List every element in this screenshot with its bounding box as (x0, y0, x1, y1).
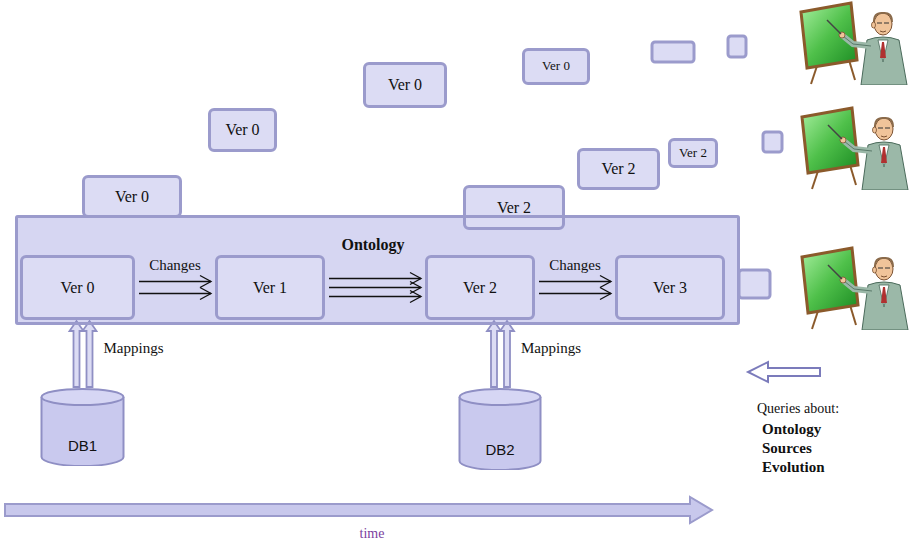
query-topic: Sources (762, 440, 812, 457)
version-box: Ver 0 (363, 62, 447, 108)
arrow-shaft (329, 287, 421, 288)
change-arrow (539, 276, 611, 300)
axis-label: time (360, 526, 385, 541)
version-label: Ver 2 (497, 199, 531, 217)
change-arrow (139, 276, 211, 300)
version-label: Ver 2 (601, 160, 635, 178)
database-name: DB1 (68, 438, 97, 455)
version-box: Ver 3 (615, 255, 725, 320)
connector-label: Mappings (104, 340, 164, 357)
arrow-head (600, 276, 611, 288)
version-label: Ver 0 (388, 76, 422, 94)
query-topic: Queries about: (757, 401, 839, 416)
cylinder-body (460, 397, 541, 470)
band-ground (15, 215, 740, 325)
ontology-band: Ver 0 Ver 1 Ver 2 Ver 3 Ontology (15, 215, 740, 325)
mapping-arrow (70, 321, 97, 387)
hollow-arrow (487, 321, 501, 387)
arrow-shaft (139, 293, 211, 294)
query-topic: Evolution (762, 459, 825, 476)
query-arrow (748, 362, 820, 382)
cylinder-body (42, 397, 124, 466)
arrow-head (600, 288, 611, 300)
version-label: Ver 1 (253, 279, 287, 297)
presenter-icon (801, 3, 907, 85)
mapping-arrow (487, 321, 514, 387)
version-label: Ver 2 (463, 279, 497, 297)
version-box: Ver 0 (208, 108, 277, 152)
version-box: Ver 0 (522, 48, 590, 85)
presenter-icon (802, 108, 908, 190)
arrow-shaft (539, 293, 611, 294)
band-heading: Ontology (341, 236, 404, 254)
connector-label: Mappings (521, 340, 581, 357)
arrow-head (410, 291, 421, 303)
empty-version-box (728, 36, 746, 57)
version-box: Ver 2 (463, 185, 565, 230)
version-label: Ver 2 (679, 146, 707, 160)
connector-label: Changes (149, 257, 201, 274)
version-label: Ver 0 (115, 188, 149, 206)
version-label: Ver 0 (225, 121, 259, 139)
database-cylinder: DB2 (458, 388, 542, 470)
hollow-arrow (70, 321, 84, 387)
version-box: Ver 2 (577, 148, 660, 190)
version-box: Ver 2 (668, 138, 718, 168)
hollow-arrow (83, 321, 97, 387)
presenter-icon (802, 248, 908, 330)
version-box: Ver 2 (425, 255, 535, 320)
cylinder-top (42, 389, 124, 405)
empty-version-box (739, 270, 770, 298)
version-box: Ver 0 (20, 255, 135, 320)
cylinder-outline (458, 388, 542, 470)
database-cylinder: DB1 (40, 388, 125, 466)
band-fill (15, 215, 740, 325)
connector-label: Changes (549, 257, 601, 274)
query-topic: Ontology (762, 421, 821, 438)
arrow-shaft (329, 296, 421, 297)
database-name: DB2 (485, 442, 514, 459)
arrow-shaft (539, 281, 611, 282)
arrow-head (200, 276, 211, 288)
cylinder-outline (40, 388, 125, 466)
version-label: Ver 0 (60, 279, 94, 297)
empty-version-box (763, 132, 782, 152)
version-box: Ver 0 (82, 175, 182, 218)
cylinder-top (460, 389, 541, 405)
change-arrow (329, 273, 421, 303)
arrow-shaft (329, 278, 421, 279)
version-label: Ver 0 (542, 59, 570, 73)
arrow-head (200, 288, 211, 300)
empty-version-box (652, 42, 694, 62)
version-label: Ver 3 (653, 279, 687, 297)
arrow-shaft (139, 281, 211, 282)
hollow-arrow (500, 321, 514, 387)
version-box: Ver 1 (215, 255, 325, 320)
time-arrow (5, 497, 712, 523)
